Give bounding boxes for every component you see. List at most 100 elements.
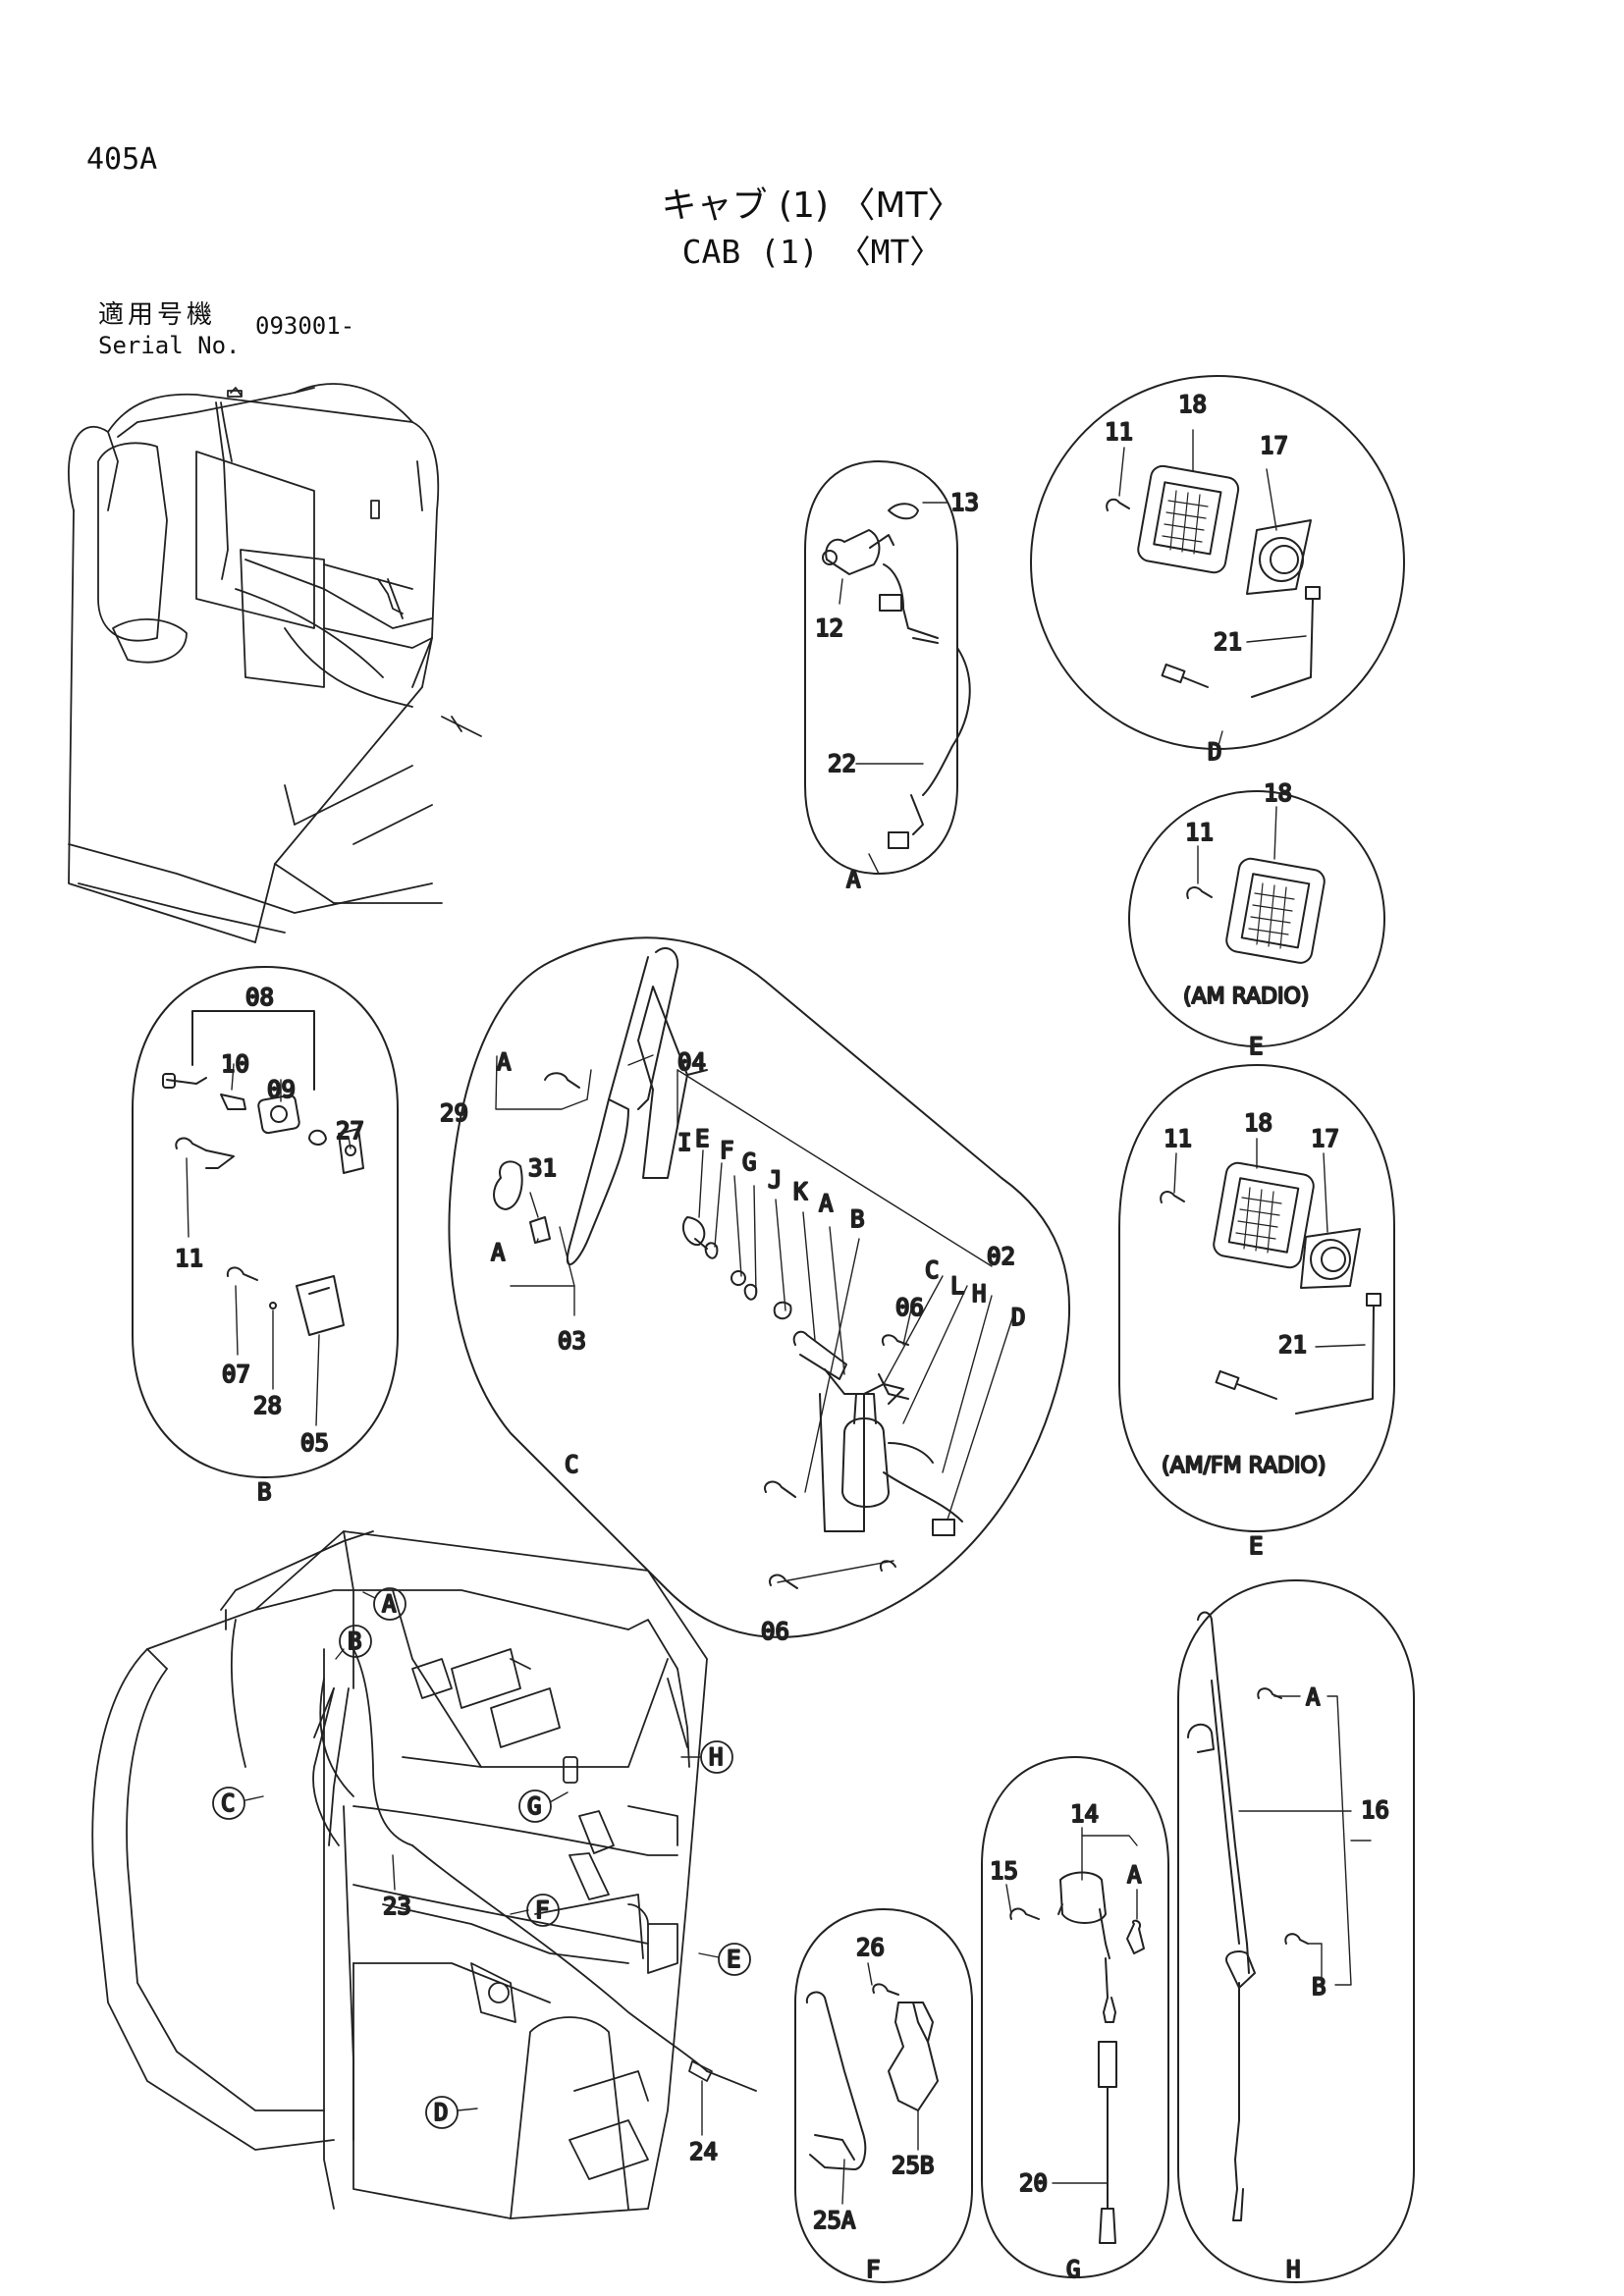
detail-g-drawing: [981, 1756, 1169, 2278]
detail-b-part-10: 10: [221, 1050, 249, 1078]
detail-h-ref-a: A: [1306, 1683, 1321, 1711]
detail-e-am-part-18: 18: [1264, 779, 1292, 807]
cab-overview-drawing: [68, 383, 482, 943]
detail-c-ref-k: K: [793, 1178, 808, 1205]
detail-c-part-06-lower: 06: [761, 1618, 789, 1645]
detail-e-amfm-label: E: [1249, 1532, 1263, 1560]
detail-c-label: C: [565, 1451, 578, 1478]
detail-h-label: H: [1286, 2256, 1300, 2283]
detail-g-ref-a: A: [1127, 1861, 1142, 1889]
detail-d-part-11: 11: [1105, 418, 1133, 446]
detail-g-part-14: 14: [1070, 1800, 1099, 1828]
main-callout-d: D: [434, 2099, 448, 2126]
detail-e-amfm-part-17: 17: [1311, 1125, 1339, 1152]
detail-h-leaders: [1238, 1695, 1372, 1986]
page-number: 405A: [86, 142, 158, 177]
detail-g-part-20: 20: [1019, 2169, 1048, 2197]
detail-a-part-13: 13: [950, 489, 979, 516]
main-part-24: 24: [689, 2138, 718, 2165]
detail-e-am-label: E: [1249, 1033, 1263, 1060]
detail-e-amfm-leaders: [1173, 1138, 1366, 1348]
detail-e-am-part-11: 11: [1185, 819, 1214, 846]
detail-f-drawing: [794, 1908, 973, 2283]
detail-c-ref-f: F: [720, 1137, 733, 1164]
detail-a-leaders: [839, 502, 948, 875]
main-callout-f: F: [535, 1896, 549, 1924]
detail-c-part-06-upper: 06: [895, 1294, 924, 1321]
detail-b-part-27: 27: [336, 1117, 364, 1145]
main-cab-callout-circles: [212, 1587, 751, 2129]
main-callout-h: H: [709, 1743, 723, 1771]
detail-c-part-04: 04: [677, 1048, 706, 1076]
detail-e-amfm-part-18: 18: [1244, 1109, 1272, 1137]
detail-c-ref-h: H: [972, 1280, 986, 1308]
detail-c-ref-d: D: [1011, 1304, 1025, 1331]
detail-a-part-22: 22: [828, 750, 856, 777]
detail-c-ref-a-mid: A: [819, 1190, 834, 1217]
page-title-japanese: キャブ (1) 〈MT〉: [661, 186, 963, 226]
detail-e-amfm-part-11: 11: [1164, 1125, 1192, 1152]
detail-f-part-25a: 25A: [813, 2207, 856, 2234]
detail-g-part-15: 15: [990, 1857, 1018, 1885]
detail-g-leaders: [1005, 1827, 1138, 2184]
detail-b-label: B: [257, 1478, 271, 1506]
main-part-23: 23: [383, 1893, 411, 1920]
detail-b-leaders: [186, 1063, 352, 1426]
main-callout-g: G: [527, 1792, 541, 1820]
detail-f-leaders: [841, 1962, 919, 2205]
detail-c-leaders: [495, 1054, 1014, 1583]
detail-e-amfm-part-21: 21: [1278, 1331, 1307, 1359]
main-callout-b: B: [348, 1628, 361, 1655]
main-cab-callout-arrows: [244, 1591, 720, 2136]
detail-h-ref-b: B: [1312, 1973, 1326, 2001]
detail-c-drawing: [448, 936, 1071, 1638]
detail-d-part-18: 18: [1178, 391, 1207, 418]
main-callout-a: A: [382, 1590, 397, 1618]
main-callout-e: E: [727, 1946, 740, 1973]
serial-label-english: Serial No.: [98, 332, 241, 359]
detail-a-label: A: [846, 866, 861, 893]
detail-b-part-11: 11: [175, 1245, 203, 1272]
detail-c-ref-a-top: A: [497, 1048, 512, 1076]
detail-d-part-17: 17: [1260, 432, 1288, 459]
detail-g-label: G: [1066, 2256, 1080, 2283]
detail-b-part-05: 05: [300, 1429, 329, 1457]
detail-d-part-21: 21: [1214, 628, 1242, 656]
detail-e-am-caption: (AM RADIO): [1183, 985, 1309, 1009]
detail-h-part-16: 16: [1361, 1796, 1389, 1824]
detail-a-drawing: [804, 460, 971, 875]
detail-c-ref-g: G: [742, 1148, 756, 1176]
detail-c-ref-j: J: [768, 1166, 782, 1194]
serial-label-japanese: 適用号機: [98, 300, 217, 330]
detail-c-ref-b: B: [850, 1205, 864, 1233]
detail-c-ref-i: I: [677, 1129, 691, 1156]
detail-e-am-drawing: [1128, 790, 1385, 1047]
detail-b-part-08: 08: [245, 984, 274, 1011]
detail-f-label: F: [866, 2256, 880, 2283]
detail-e-am-leader-18: [1273, 806, 1277, 860]
detail-e-amfm-drawing: [1118, 1064, 1395, 1532]
detail-h-drawing: [1177, 1579, 1415, 2283]
main-cab-drawing: [91, 1530, 757, 2219]
detail-c-ref-a-left: A: [491, 1239, 506, 1266]
detail-b-part-28: 28: [253, 1392, 282, 1419]
detail-c-part-02: 02: [987, 1243, 1015, 1270]
detail-c-part-31: 31: [528, 1154, 557, 1182]
detail-c-part-29: 29: [440, 1099, 468, 1127]
detail-b-part-09: 09: [267, 1076, 296, 1103]
detail-a-part-12: 12: [815, 614, 843, 642]
main-callout-c: C: [221, 1789, 235, 1817]
detail-e-amfm-caption: (AM/FM RADIO): [1162, 1454, 1326, 1478]
detail-d-label: D: [1208, 738, 1221, 766]
page-title-english: CAB (1) 〈MT〉: [681, 233, 943, 271]
detail-d-leaders: [1118, 429, 1307, 750]
detail-d-drawing: [1030, 375, 1405, 750]
detail-c-ref-l: L: [950, 1272, 964, 1300]
detail-f-part-25b: 25B: [892, 2152, 934, 2179]
detail-f-part-26: 26: [856, 1934, 885, 1961]
detail-c-part-03: 03: [558, 1327, 586, 1355]
detail-c-ref-c: C: [925, 1256, 939, 1284]
detail-b-drawing: [132, 966, 399, 1478]
detail-b-part-07: 07: [222, 1361, 250, 1388]
